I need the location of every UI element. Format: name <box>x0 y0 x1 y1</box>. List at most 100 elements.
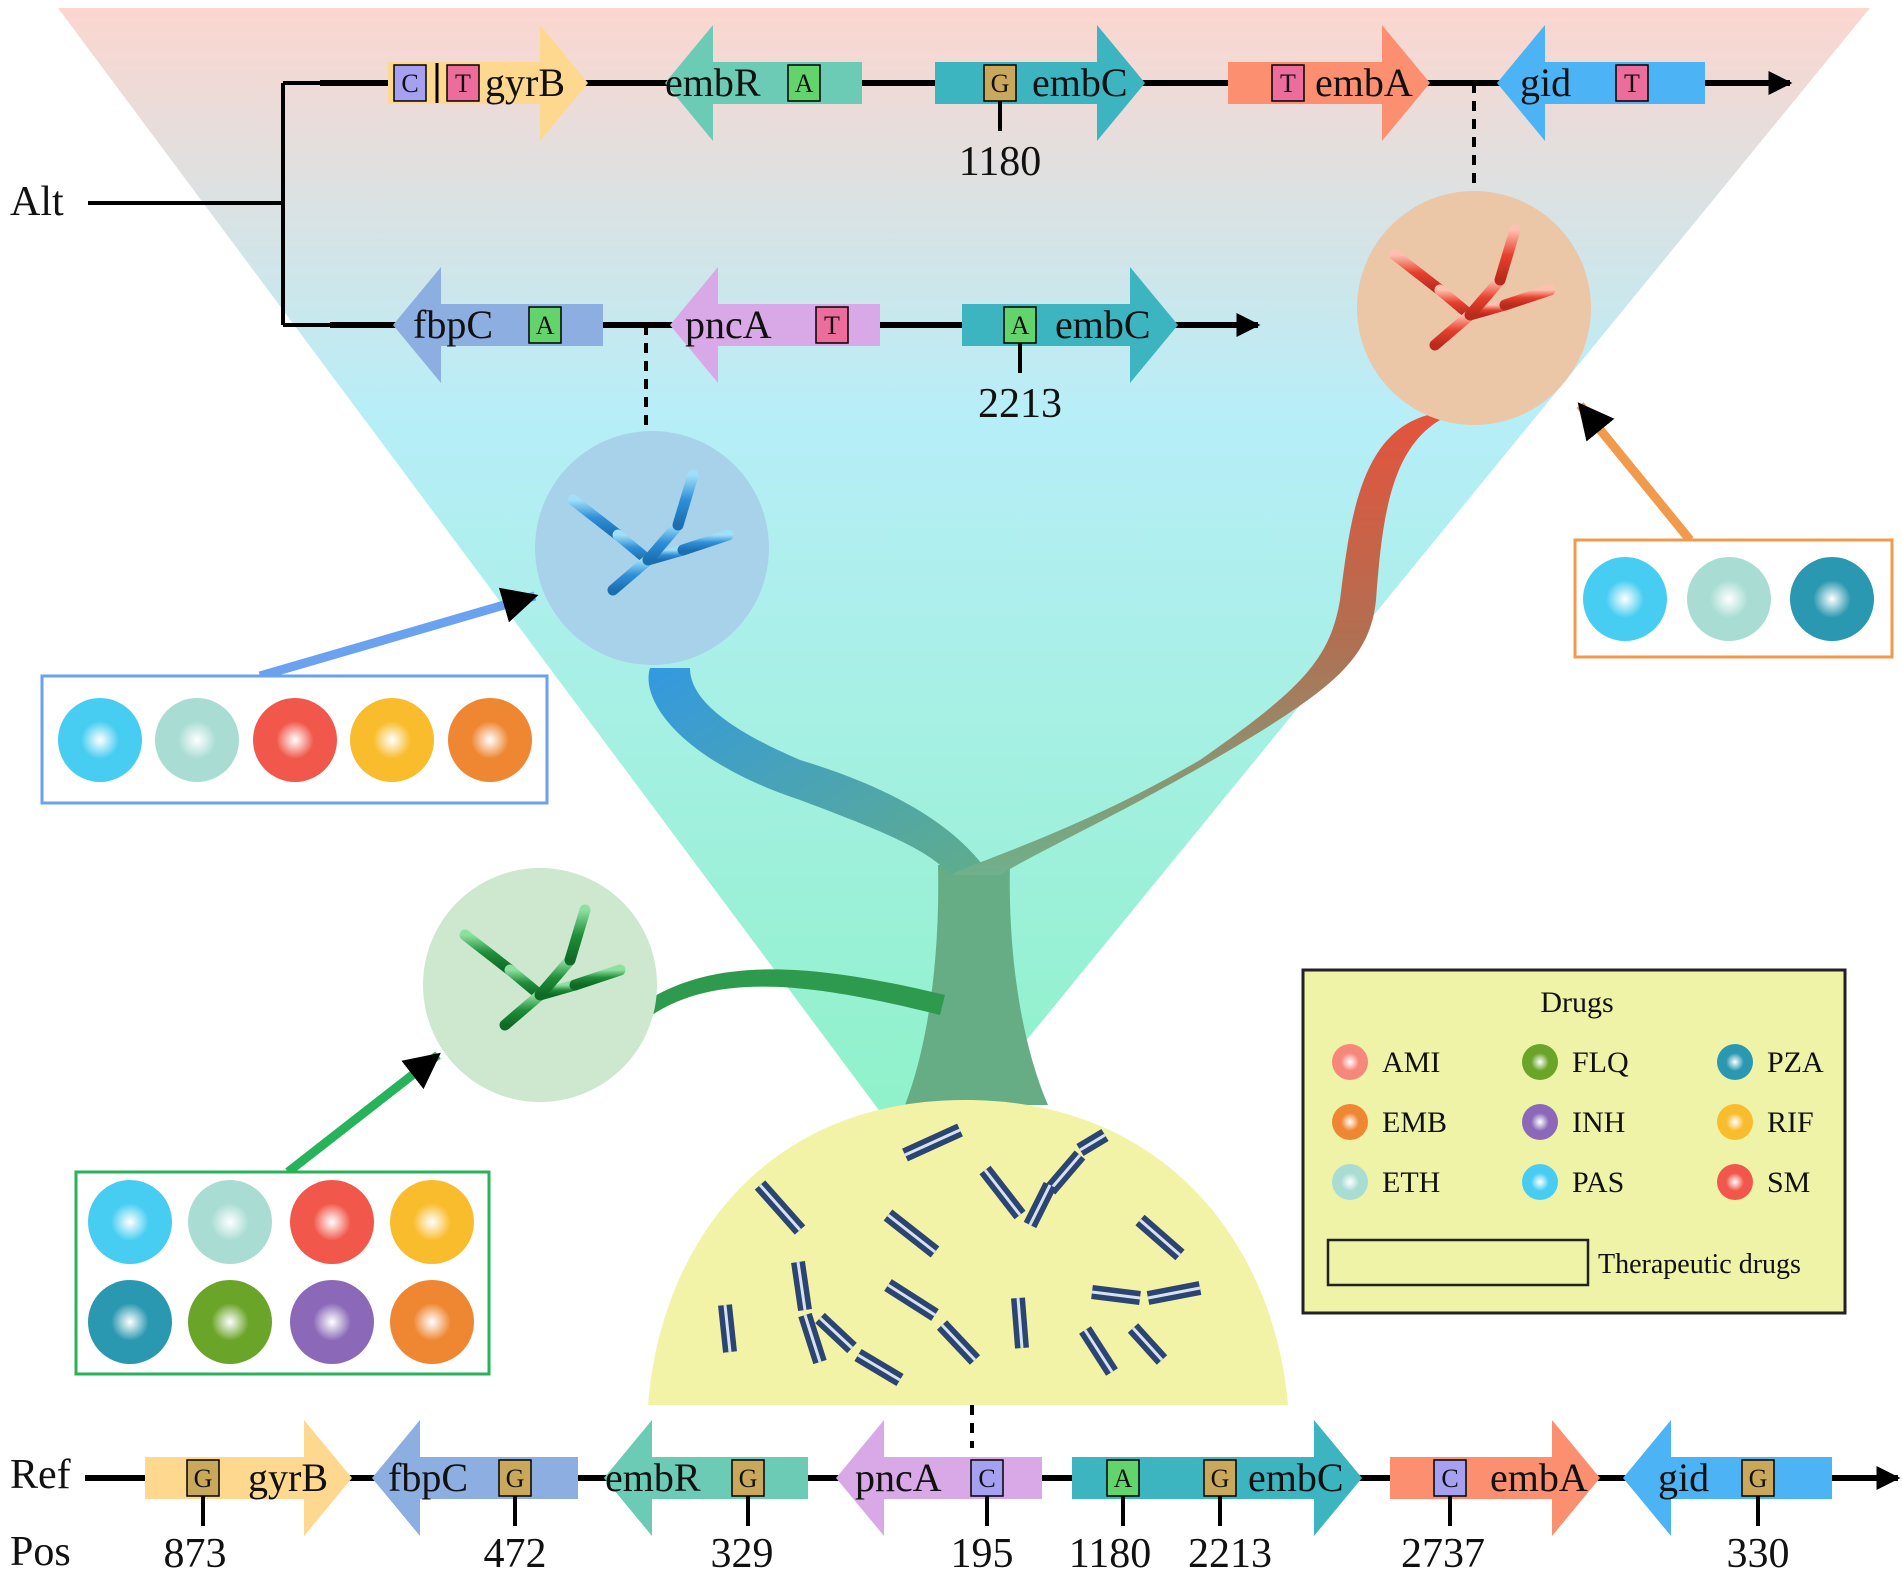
phylogenetic-tree <box>648 414 1440 1105</box>
branch-to-green <box>648 969 945 1015</box>
base-box-A <box>1003 306 1037 344</box>
bacterium-cell <box>1494 224 1521 286</box>
drug-ball-eth <box>188 1180 272 1264</box>
base-label: G <box>1211 1464 1230 1493</box>
gene-pncA-name: pncA <box>685 302 772 347</box>
legend-label-pza: PZA <box>1767 1046 1824 1079</box>
position-label: 873 <box>164 1531 227 1572</box>
base-box-G <box>983 64 1017 102</box>
base-label: C <box>978 1464 995 1493</box>
base-label: G <box>739 1464 758 1493</box>
population-bacterium-highlight <box>940 1323 977 1362</box>
base-label: C <box>1441 1464 1458 1493</box>
bacterium-cell <box>1389 249 1446 296</box>
drug-ball-rif <box>390 1180 474 1264</box>
gene-fbpC-name: fbpC <box>388 1455 468 1500</box>
bacterium-cell <box>1464 274 1506 321</box>
population-bacterium-highlight <box>1028 1184 1052 1226</box>
legend-swatch-rif <box>1717 1104 1753 1140</box>
base-box-T <box>1615 64 1649 102</box>
position-label: 2213 <box>1188 1531 1272 1572</box>
drug-ball-flq <box>188 1280 272 1364</box>
gene-gid-name: gid <box>1520 60 1571 105</box>
position-label: 472 <box>484 1531 547 1572</box>
position-label: 1180 <box>959 139 1041 185</box>
base-label: G <box>194 1464 213 1493</box>
gene-embR-arrow <box>665 25 862 141</box>
base-label: G <box>991 69 1010 98</box>
position-label: 2213 <box>978 381 1062 427</box>
population-bacterium-highlight <box>1079 1133 1106 1152</box>
base-box-A <box>1106 1459 1140 1497</box>
drug-ball-rif <box>350 698 434 782</box>
alt1-gene-gid: gid T <box>1497 25 1705 141</box>
bacterium-cell <box>1499 284 1556 311</box>
gene-embC-arrow <box>935 25 1145 141</box>
bacterium-cell <box>534 954 576 1001</box>
gene-gid-name: gid <box>1658 1455 1709 1500</box>
position-label: 329 <box>711 1531 774 1572</box>
gene-gyrB-name: gyrB <box>248 1455 328 1500</box>
bacterium-cell <box>569 964 626 991</box>
legend-swatch-flq <box>1522 1044 1558 1080</box>
population-bacterium-highlight <box>904 1128 961 1157</box>
bacterium-cell <box>459 929 516 976</box>
drug-ball-inh <box>290 1280 374 1364</box>
base-label: T <box>455 69 471 98</box>
gene-gid-arrow <box>1623 1420 1832 1536</box>
strain-circle-green <box>423 868 657 1102</box>
bacterium-cell <box>612 529 654 566</box>
base-box-A <box>787 64 821 102</box>
gene-embA-arrow <box>1228 25 1430 141</box>
base-label: T <box>1624 69 1640 98</box>
green-box-drugs <box>88 1180 474 1364</box>
population-bacterium-highlight <box>1139 1218 1181 1257</box>
base-label: A <box>1011 311 1030 340</box>
population-bacterium-highlight <box>887 1283 936 1317</box>
drug-ball-pas <box>58 698 142 782</box>
base-label: G <box>506 1464 525 1493</box>
base-box-G <box>186 1459 220 1497</box>
gene-embR-name: embR <box>665 60 761 105</box>
position-label: 2737 <box>1401 1531 1485 1572</box>
bacterium-cell <box>642 519 684 566</box>
gene-embR-arrow <box>604 1420 808 1536</box>
gene-embC-name: embC <box>1055 302 1151 347</box>
blue-arrow <box>258 587 539 681</box>
population-bacterium-highlight <box>1083 1329 1114 1373</box>
legend-swatch-pas <box>1522 1164 1558 1200</box>
base-box-A <box>528 306 562 344</box>
drug-ball-sm <box>253 698 337 782</box>
population-bacterium-highlight <box>796 1261 807 1311</box>
legend-label-pas: PAS <box>1572 1166 1624 1199</box>
gene-embC-name: embC <box>1248 1455 1344 1500</box>
drug-ball-pza <box>1790 557 1874 641</box>
legend-swatch-pza <box>1717 1044 1753 1080</box>
base-box-T <box>815 306 849 344</box>
base-box-T <box>446 64 480 102</box>
gene-gyrB-arrow <box>388 25 588 141</box>
drug-ball-emb <box>390 1280 474 1364</box>
bacteria-population <box>718 1123 1202 1387</box>
gene-fbpC-name: fbpC <box>413 302 493 347</box>
tree-trunk <box>905 865 1048 1105</box>
population-bacterium-highlight <box>983 1169 1022 1216</box>
alt-label: Alt <box>10 179 64 225</box>
base-label: T <box>824 311 840 340</box>
legend-label-ami: AMI <box>1382 1046 1440 1079</box>
legend-swatch-emb <box>1332 1104 1368 1140</box>
gene-embC-name: embC <box>1032 60 1128 105</box>
gene-gid-arrow <box>1497 25 1705 141</box>
legend-label-emb: EMB <box>1382 1106 1447 1139</box>
base-label: G <box>1749 1464 1768 1493</box>
resistant-strain-blue <box>567 469 734 596</box>
bacterium-cell <box>499 989 546 1031</box>
